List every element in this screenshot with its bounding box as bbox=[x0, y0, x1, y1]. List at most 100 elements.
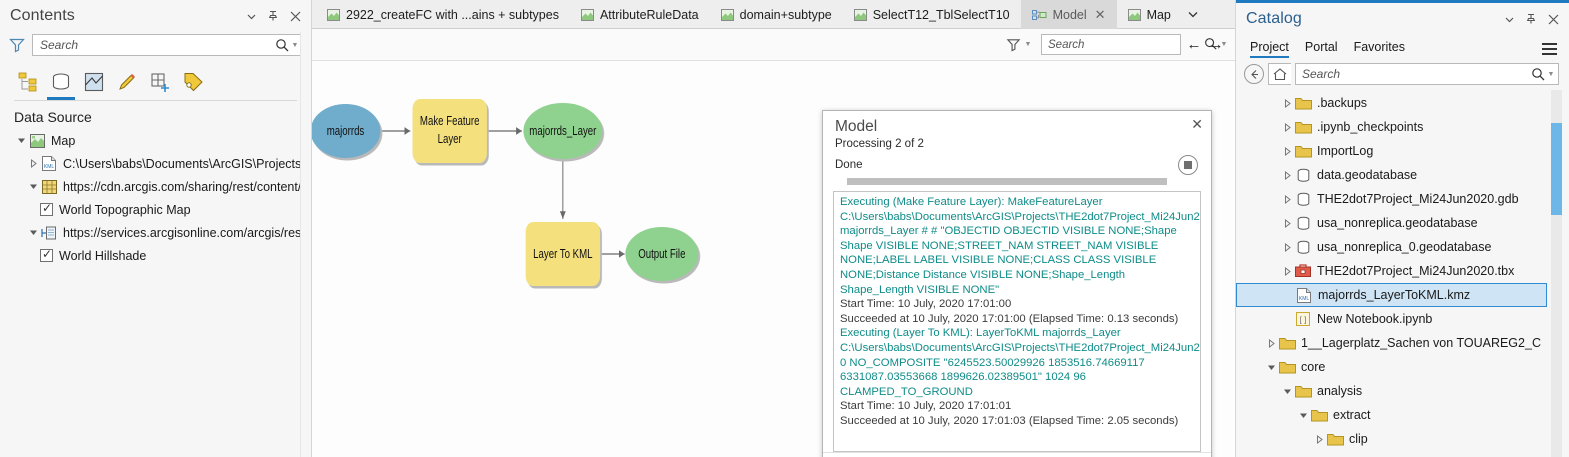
stop-button[interactable] bbox=[1178, 155, 1198, 175]
expander-collapsed-icon[interactable] bbox=[1280, 168, 1294, 182]
scrollbar-thumb[interactable] bbox=[1551, 123, 1562, 215]
expander-expanded-icon[interactable] bbox=[1280, 384, 1294, 398]
catalog-item-core[interactable]: core bbox=[1236, 355, 1569, 379]
model-canvas-toolbar: ▼ ▼ ← → bbox=[312, 29, 1235, 61]
catalog-item-the2dot7project-gdb[interactable]: THE2dot7Project_Mi24Jun2020.gdb bbox=[1236, 187, 1569, 211]
catalog-item-data-geodatabase[interactable]: data.geodatabase bbox=[1236, 163, 1569, 187]
contents-menu-caret-icon[interactable] bbox=[241, 6, 261, 26]
tab-2922-createfc[interactable]: 2922_createFC with ...ains + subtypes bbox=[316, 0, 570, 29]
contents-tree-item-world-topographic-map[interactable]: World Topographic Map bbox=[2, 198, 311, 221]
tab-close-icon[interactable]: ✕ bbox=[1094, 6, 1106, 22]
list-by-selection-icon[interactable] bbox=[80, 68, 108, 96]
expander-collapsed-icon[interactable] bbox=[1264, 336, 1278, 350]
tab-map[interactable]: Map bbox=[1117, 0, 1182, 29]
contents-tree-item-kml[interactable]: KML C:\Users\babs\Documents\ArcGIS\Proje… bbox=[2, 152, 311, 175]
list-by-editing-icon[interactable] bbox=[113, 68, 141, 96]
expander-expanded-icon[interactable] bbox=[26, 226, 40, 240]
model-dialog-close-icon[interactable]: ✕ bbox=[1191, 116, 1203, 132]
model-dialog-log[interactable]: Executing (Make Feature Layer): MakeFeat… bbox=[833, 191, 1201, 452]
layer-visibility-checkbox[interactable] bbox=[40, 247, 53, 262]
tab-overflow-caret-icon[interactable] bbox=[1182, 0, 1204, 28]
model-node-output-file[interactable]: Output File bbox=[625, 227, 699, 281]
catalog-item-analysis[interactable]: analysis bbox=[1236, 379, 1569, 403]
contents-tree-item-world-hillshade[interactable]: World Hillshade bbox=[2, 244, 311, 267]
catalog-item-extract[interactable]: extract bbox=[1236, 403, 1569, 427]
geodatabase-icon bbox=[1294, 215, 1312, 231]
model-search-input[interactable] bbox=[1048, 38, 1204, 51]
list-by-data-source-icon[interactable] bbox=[47, 68, 75, 100]
layer-visibility-checkbox[interactable] bbox=[40, 201, 53, 216]
catalog-item-toolbox-tbx[interactable]: THE2dot7Project_Mi24Jun2020.tbx bbox=[1236, 259, 1569, 283]
catalog-pin-icon[interactable] bbox=[1521, 9, 1541, 29]
contents-vertical-scrollbar[interactable] bbox=[300, 32, 311, 457]
tab-domain-subtype[interactable]: domain+subtype bbox=[710, 0, 843, 29]
contents-tree-item-cdn-service[interactable]: https://cdn.arcgis.com/sharing/rest/cont… bbox=[2, 175, 311, 198]
catalog-item-majorrds-layertokml-kmz[interactable]: KML majorrds_LayerToKML.kmz bbox=[1236, 283, 1547, 307]
expander-collapsed-icon[interactable] bbox=[1280, 96, 1294, 110]
document-tab-strip: 2922_createFC with ...ains + subtypes At… bbox=[312, 0, 1235, 29]
expander-collapsed-icon[interactable] bbox=[1280, 240, 1294, 254]
catalog-item-usa-nonreplica-0-geodatabase[interactable]: usa_nonreplica_0.geodatabase bbox=[1236, 235, 1569, 259]
search-options-caret-icon[interactable]: ▼ bbox=[1547, 70, 1555, 78]
catalog-menu-caret-icon[interactable] bbox=[1499, 9, 1519, 29]
navigate-forward-button[interactable]: → bbox=[1208, 36, 1224, 53]
tab-attributeruledata[interactable]: AttributeRuleData bbox=[570, 0, 710, 29]
expander-expanded-icon[interactable] bbox=[26, 180, 40, 194]
expander-expanded-icon[interactable] bbox=[14, 134, 28, 148]
tab-selectt12-tblselectt10[interactable]: SelectT12_TblSelectT10 bbox=[843, 0, 1021, 29]
catalog-vertical-scrollbar[interactable] bbox=[1551, 90, 1562, 457]
list-by-snapping-icon[interactable] bbox=[146, 68, 174, 96]
catalog-item-backups[interactable]: .backups bbox=[1236, 91, 1569, 115]
model-canvas[interactable]: majorrds Make Feature Layer majorrds_Lay… bbox=[312, 61, 1235, 457]
catalog-item-importlog[interactable]: ImportLog bbox=[1236, 139, 1569, 163]
model-progress-dialog[interactable]: Model ✕ Processing 2 of 2 Done Executing… bbox=[822, 110, 1212, 457]
model-filter-group[interactable]: ▼ bbox=[1006, 37, 1033, 52]
contents-close-icon[interactable] bbox=[285, 6, 305, 26]
catalog-search-input[interactable] bbox=[1302, 67, 1531, 81]
filter-icon[interactable] bbox=[8, 36, 26, 54]
model-node-majorrds[interactable]: majorrds bbox=[312, 104, 381, 158]
catalog-back-button[interactable] bbox=[1244, 64, 1264, 84]
catalog-close-icon[interactable] bbox=[1543, 9, 1563, 29]
search-options-caret-icon[interactable]: ▼ bbox=[291, 41, 299, 49]
navigate-back-button[interactable]: ← bbox=[1186, 36, 1202, 53]
model-node-label: Output File bbox=[638, 248, 685, 262]
contents-tree-item-arcgisonline-service[interactable]: https://services.arcgisonline.com/arcgis… bbox=[2, 221, 311, 244]
folder-icon bbox=[1326, 431, 1344, 447]
log-line: Succeeded at 10 July, 2020 17:01:00 (Ela… bbox=[840, 312, 1179, 325]
catalog-tab-portal[interactable]: Portal bbox=[1304, 39, 1338, 54]
catalog-item-ipynb-checkpoints[interactable]: .ipynb_checkpoints bbox=[1236, 115, 1569, 139]
contents-tree-item-map[interactable]: Map bbox=[2, 129, 311, 152]
contents-search-box[interactable]: ▼ bbox=[32, 34, 303, 56]
model-search-box[interactable]: ▼ bbox=[1041, 34, 1227, 55]
catalog-item-usa-nonreplica-geodatabase[interactable]: usa_nonreplica.geodatabase bbox=[1236, 211, 1569, 235]
model-node-majorrds-layer[interactable]: majorrds_Layer bbox=[523, 103, 603, 159]
expander-collapsed-icon[interactable] bbox=[1280, 192, 1294, 206]
contents-search-input[interactable] bbox=[40, 38, 275, 52]
catalog-search-box[interactable]: ▼ bbox=[1295, 63, 1559, 85]
search-options-caret-icon[interactable]: ▼ bbox=[1220, 41, 1228, 48]
tab-model[interactable]: Model ✕ bbox=[1020, 0, 1117, 29]
filter-caret-icon[interactable]: ▼ bbox=[1024, 41, 1032, 48]
model-node-make-feature-layer[interactable]: Make Feature Layer bbox=[412, 99, 487, 163]
list-by-labeling-icon[interactable] bbox=[179, 68, 207, 96]
model-node-layer-to-kml[interactable]: Layer To KML bbox=[525, 222, 601, 286]
catalog-tab-project[interactable]: Project bbox=[1250, 40, 1289, 58]
expander-expanded-icon[interactable] bbox=[1264, 360, 1278, 374]
expander-collapsed-icon[interactable] bbox=[1280, 144, 1294, 158]
expander-collapsed-icon[interactable] bbox=[26, 157, 40, 171]
expander-collapsed-icon[interactable] bbox=[1280, 264, 1294, 278]
expander-expanded-icon[interactable] bbox=[1296, 408, 1310, 422]
catalog-item-new-notebook-ipynb[interactable]: [ ] New Notebook.ipynb bbox=[1236, 307, 1569, 331]
catalog-item-clip[interactable]: clip bbox=[1236, 427, 1569, 451]
expander-collapsed-icon[interactable] bbox=[1312, 432, 1326, 446]
catalog-menu-icon[interactable] bbox=[1540, 41, 1559, 57]
catalog-tab-favorites[interactable]: Favorites bbox=[1353, 39, 1405, 54]
expander-collapsed-icon[interactable] bbox=[1280, 120, 1294, 134]
expander-collapsed-icon[interactable] bbox=[1280, 216, 1294, 230]
filter-icon[interactable] bbox=[1006, 37, 1021, 52]
contents-pin-icon[interactable] bbox=[263, 6, 283, 26]
catalog-home-button[interactable] bbox=[1268, 63, 1291, 85]
catalog-item-lagerplatz-sachen[interactable]: 1__Lagerplatz_Sachen von TOUAREG2_C bbox=[1236, 331, 1569, 355]
list-by-drawing-order-icon[interactable] bbox=[14, 68, 42, 96]
